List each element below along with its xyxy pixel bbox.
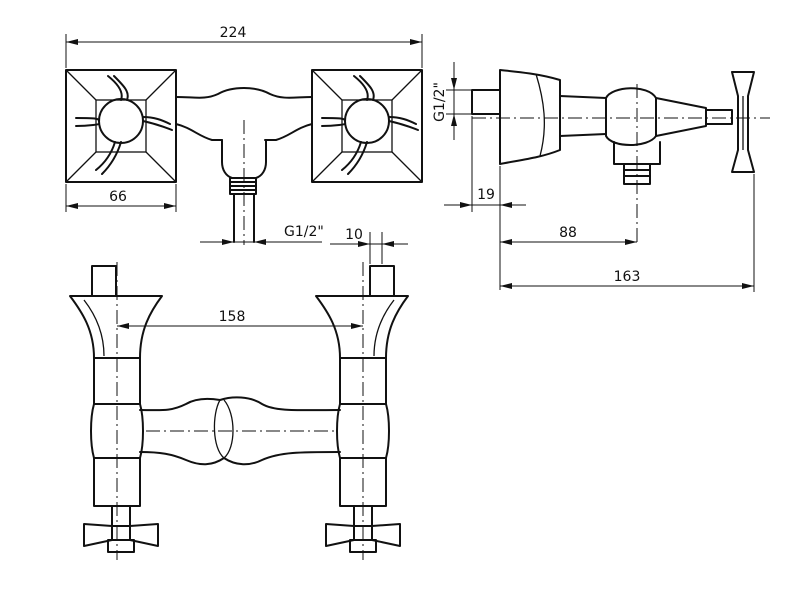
bridge-center-boss bbox=[213, 399, 234, 459]
dim-thread-side-label: G1/2" bbox=[432, 82, 448, 122]
left-handle-cap bbox=[107, 539, 135, 553]
dim-spout-depth: 88 bbox=[500, 225, 637, 245]
left-bell bbox=[69, 295, 163, 359]
front-view bbox=[65, 69, 423, 245]
right-top-stub bbox=[369, 265, 395, 297]
top-view bbox=[69, 262, 409, 560]
side-bell-inner bbox=[535, 73, 546, 157]
left-cross-handle bbox=[75, 75, 173, 175]
left-handle-hub bbox=[111, 505, 131, 527]
dim-thread-front-label: G1/2" bbox=[284, 224, 324, 240]
dim-overall-width: 224 bbox=[65, 25, 423, 68]
bridge-bottom bbox=[139, 451, 341, 466]
right-bell bbox=[315, 295, 409, 359]
dim-stem-offset-label: 10 bbox=[345, 227, 363, 243]
left-plate-bevel bbox=[65, 69, 177, 183]
left-top-stub bbox=[91, 265, 117, 297]
side-bell bbox=[499, 69, 561, 165]
dim-overall-width-label: 224 bbox=[220, 25, 247, 41]
dim-stem-offset: 10 bbox=[330, 227, 408, 264]
outlet-pipe bbox=[233, 193, 255, 243]
side-spout bbox=[655, 97, 707, 137]
side-handle bbox=[731, 71, 755, 173]
left-top-handle bbox=[83, 523, 159, 547]
dim-side-offset-label: 19 bbox=[477, 187, 495, 203]
dim-center-distance-label: 158 bbox=[219, 309, 246, 325]
dim-overall-depth-label: 163 bbox=[614, 269, 641, 285]
side-valve-housing bbox=[605, 87, 657, 146]
right-wall-plate bbox=[311, 69, 423, 183]
outlet-thread bbox=[229, 181, 257, 191]
side-handle-hub bbox=[705, 109, 733, 125]
bridge-top bbox=[139, 396, 341, 412]
right-bell-inner bbox=[373, 299, 395, 357]
dim-thread-front: G1/2" bbox=[200, 224, 324, 245]
dim-spout-depth-label: 88 bbox=[559, 225, 577, 241]
side-view bbox=[471, 69, 770, 246]
dim-thread-side: G1/2" bbox=[432, 62, 472, 140]
right-cross-handle bbox=[321, 75, 419, 175]
right-plate-bevel bbox=[311, 69, 423, 183]
body-bottom-edge bbox=[175, 123, 313, 141]
dim-side-offset: 19 bbox=[444, 116, 526, 290]
side-inlet bbox=[471, 89, 501, 115]
dim-plate-width: 66 bbox=[65, 184, 177, 212]
body-top-edge bbox=[175, 87, 313, 99]
dim-plate-width-label: 66 bbox=[109, 189, 127, 205]
side-body bbox=[559, 95, 607, 137]
dim-overall-depth: 163 bbox=[500, 174, 755, 292]
dim-center-distance: 158 bbox=[117, 309, 363, 329]
left-bell-inner bbox=[83, 299, 105, 357]
left-wall-plate bbox=[65, 69, 177, 183]
